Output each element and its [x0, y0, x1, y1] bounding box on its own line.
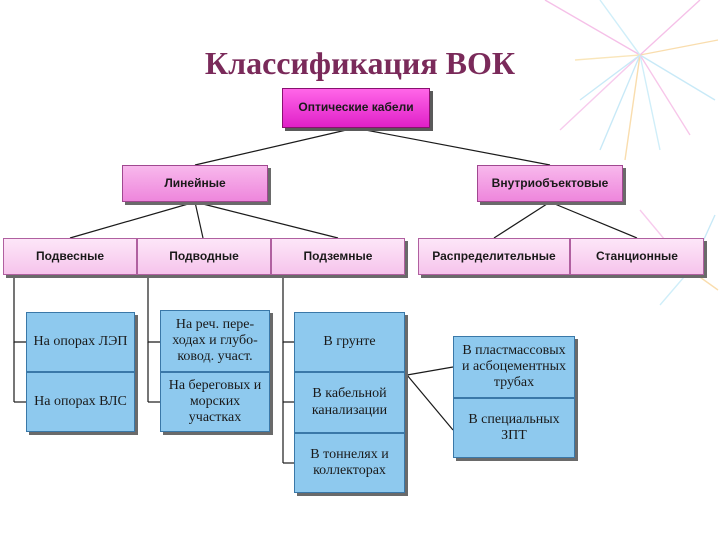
node-suspended-label: Подвесные: [36, 248, 104, 263]
node-linear: Линейные: [122, 165, 268, 202]
leaf-in-ground: В грунте: [294, 312, 405, 372]
leaf-special-zpt: В специальных ЗПТ: [453, 398, 575, 458]
leaf-coastal-label: На береговых и морских участках: [168, 377, 262, 426]
node-indoor-label: Внутриобъектовые: [491, 175, 609, 190]
node-distribution: Распределительные: [418, 238, 570, 275]
node-underwater: Подводные: [137, 238, 271, 275]
node-distribution-label: Распределительные: [432, 248, 556, 263]
root-label: Оптические кабели: [298, 100, 414, 115]
node-indoor: Внутриобъектовые: [477, 165, 623, 202]
leaf-tunnels-label: В тоннелях и коллекторах: [310, 446, 389, 478]
root-node: Оптические кабели: [282, 88, 430, 128]
leaf-lep-poles: На опорах ЛЭП: [26, 312, 135, 372]
node-station: Станционные: [570, 238, 704, 275]
leaf-in-ground-label: В грунте: [323, 333, 376, 349]
leaf-river-crossings-label: На реч. пере-ходах и глубо-ковод. участ.: [172, 316, 258, 365]
leaf-river-crossings: На реч. пере-ходах и глубо-ковод. участ.: [160, 310, 270, 372]
node-underground: Подземные: [271, 238, 405, 275]
leaf-tunnels: В тоннелях и коллекторах: [294, 433, 405, 493]
leaf-vls-poles-label: На опорах ВЛС: [34, 393, 127, 409]
node-linear-label: Линейные: [164, 175, 226, 190]
leaf-lep-poles-label: На опорах ЛЭП: [33, 333, 128, 349]
leaf-cable-duct: В кабельной канализации: [294, 372, 405, 433]
leaf-pipes: В пластмассовых и асбоцементных трубах: [453, 336, 575, 398]
leaf-pipes-label: В пластмассовых и асбоцементных трубах: [461, 342, 566, 391]
page-title: Классификация ВОК: [204, 45, 516, 81]
node-underwater-label: Подводные: [169, 248, 239, 263]
leaf-coastal: На береговых и морских участках: [160, 372, 270, 432]
leaf-cable-duct-label: В кабельной канализации: [311, 386, 388, 418]
leaf-special-zpt-label: В специальных ЗПТ: [468, 411, 560, 443]
node-station-label: Станционные: [596, 248, 678, 263]
leaf-vls-poles: На опорах ВЛС: [26, 372, 135, 432]
node-underground-label: Подземные: [303, 248, 373, 263]
node-suspended: Подвесные: [3, 238, 137, 275]
